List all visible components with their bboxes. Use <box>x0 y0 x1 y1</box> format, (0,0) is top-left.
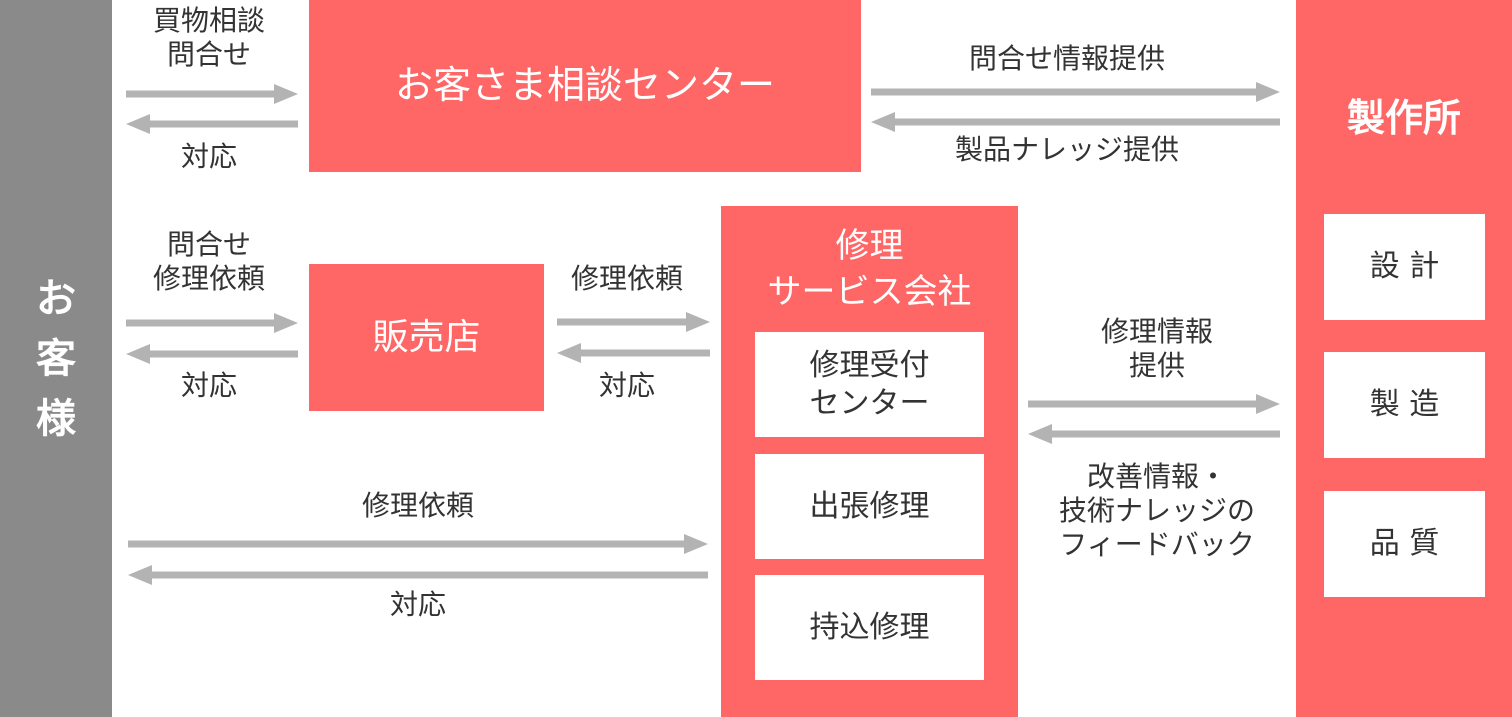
design-box: 設 計 <box>1324 214 1485 320</box>
arrowhead-customer-to-shop <box>274 313 298 333</box>
shop-label: 販売店 <box>372 317 481 358</box>
repair-reception-box: 修理受付 センター <box>755 332 984 437</box>
factory-title: 製作所 <box>1346 96 1461 140</box>
label-repair-info: 修理情報 提供 <box>1100 315 1214 383</box>
label-reply-direct: 対応 <box>389 588 447 621</box>
manufacturing-box: 製 造 <box>1324 352 1485 458</box>
label-inquiry-repair-request: 問合せ 修理依頼 <box>152 228 266 296</box>
carryin-repair-label: 持込修理 <box>809 609 930 645</box>
customer-label: お 客 様 <box>36 275 76 442</box>
shop-box: 販売店 <box>309 264 544 411</box>
label-reply-shop: 対応 <box>180 369 238 402</box>
arrowhead-customer-to-repair <box>684 534 708 554</box>
customer-center-box: お客さま相談センター <box>309 0 861 172</box>
repair-company-title: 修理 サービス会社 <box>767 226 972 312</box>
onsite-repair-label: 出張修理 <box>809 488 930 524</box>
repair-reception-label: 修理受付 センター <box>809 348 930 421</box>
manufacturing-label: 製 造 <box>1369 387 1440 423</box>
arrowhead-shop-to-repair <box>686 312 710 332</box>
label-purchase-inquiry: 買物相談 問合せ <box>152 4 266 72</box>
quality-label: 品 質 <box>1369 526 1440 562</box>
arrowhead-repair-to-factory <box>1256 394 1280 414</box>
onsite-repair-box: 出張修理 <box>755 454 984 559</box>
arrowhead-factory-to-center <box>871 112 895 132</box>
label-reply-center: 対応 <box>180 140 238 173</box>
quality-box: 品 質 <box>1324 491 1485 597</box>
label-repair-request-direct: 修理依頼 <box>361 489 475 522</box>
arrowhead-repair-to-shop <box>557 343 581 363</box>
arrowhead-shop-to-customer <box>126 344 150 364</box>
label-product-knowledge: 製品ナレッジ提供 <box>954 133 1180 166</box>
arrowhead-customer-to-center <box>274 84 298 104</box>
label-repair-request-shop: 修理依頼 <box>570 262 684 295</box>
design-label: 設 計 <box>1369 249 1440 285</box>
arrowhead-center-to-factory <box>1256 82 1280 102</box>
arrowhead-repair-to-customer <box>128 565 152 585</box>
customer-bar: お 客 様 <box>0 0 112 717</box>
arrowhead-center-to-customer <box>126 114 150 134</box>
label-feedback: 改善情報・ 技術ナレッジの フィードバック <box>1058 460 1256 562</box>
carryin-repair-box: 持込修理 <box>755 575 984 680</box>
label-reply-shop-repair: 対応 <box>598 369 656 402</box>
label-inquiry-info: 問合せ情報提供 <box>968 42 1166 75</box>
arrowhead-factory-to-repair <box>1028 424 1052 444</box>
customer-center-label: お客さま相談センター <box>394 63 775 108</box>
